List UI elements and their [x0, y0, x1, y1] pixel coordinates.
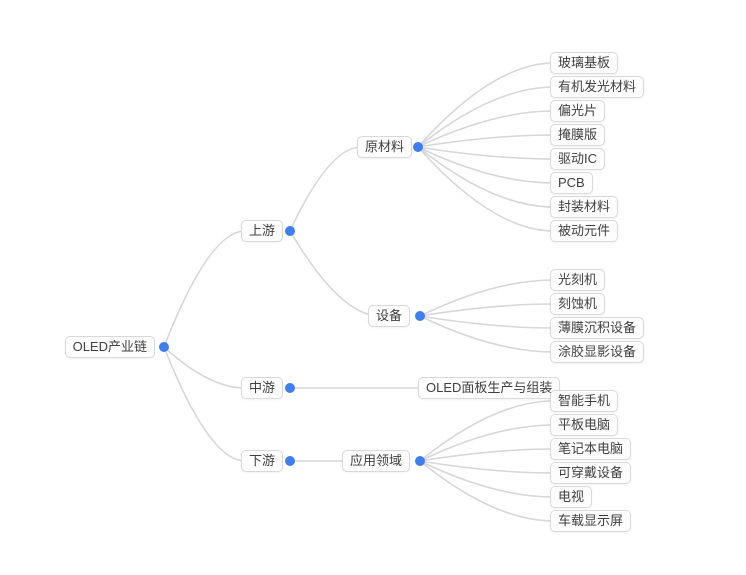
connector-root-upstream	[163, 230, 246, 348]
leaf-polarizer[interactable]: 偏光片	[550, 100, 606, 122]
node-root[interactable]: OLED产业链	[64, 336, 155, 358]
branch-upstream[interactable]: 上游	[240, 220, 283, 242]
connector-raw-materials-organic-emitting-material	[417, 86, 555, 148]
connector-application-laptop	[419, 448, 555, 462]
node-equipment[interactable]: 设备	[367, 305, 410, 327]
connector-root-midstream	[163, 346, 246, 389]
node-application-fields[interactable]: 应用领域	[341, 450, 410, 472]
leaf-tv[interactable]: 电视	[550, 486, 593, 508]
connector-application-smartphone	[419, 400, 555, 462]
leaf-passive-components[interactable]: 被动元件	[550, 220, 619, 242]
leaf-driver-ic[interactable]: 驱动IC	[550, 148, 606, 170]
connector-upstream-raw-materials	[289, 146, 362, 232]
connector-application-tablet	[419, 424, 555, 462]
leaf-mask[interactable]: 掩膜版	[550, 124, 606, 146]
connector-equipment-thin-film-deposition	[419, 315, 555, 329]
connector-raw-materials-mask	[417, 134, 555, 148]
leaf-car-display[interactable]: 车载显示屏	[550, 510, 632, 532]
branch-midstream[interactable]: 中游	[240, 377, 283, 399]
root-expander-dot[interactable]	[159, 342, 169, 352]
connector-application-tv	[419, 460, 555, 498]
leaf-pcb[interactable]: PCB	[550, 172, 593, 194]
leaf-glass-substrate[interactable]: 玻璃基板	[550, 52, 619, 74]
leaf-laptop[interactable]: 笔记本电脑	[550, 438, 632, 460]
connector-equipment-etching-machine	[419, 303, 555, 317]
upstream-expander-dot[interactable]	[285, 226, 295, 236]
connector-root-downstream	[163, 346, 246, 462]
leaf-lithography-machine[interactable]: 光刻机	[550, 269, 606, 291]
connector-application-car-display	[419, 460, 555, 522]
raw-materials-expander-dot[interactable]	[413, 142, 423, 152]
leaf-smartphone[interactable]: 智能手机	[550, 390, 619, 412]
connector-equipment-lithography-machine	[419, 279, 555, 317]
leaf-coating-developing-equipment[interactable]: 涂胶显影设备	[550, 341, 645, 363]
connector-raw-materials-encapsulation-material	[417, 146, 555, 208]
leaf-organic-emitting-material[interactable]: 有机发光材料	[550, 76, 645, 98]
connector-application-wearable	[419, 460, 555, 474]
connector-raw-materials-polarizer	[417, 110, 555, 148]
connector-raw-materials-driver-ic	[417, 146, 555, 160]
connector-upstream-equipment	[289, 230, 381, 317]
node-oled-panel-production[interactable]: OLED面板生产与组装	[418, 377, 561, 399]
leaf-etching-machine[interactable]: 刻蚀机	[550, 293, 606, 315]
midstream-expander-dot[interactable]	[285, 383, 295, 393]
leaf-thin-film-deposition-equipment[interactable]: 薄膜沉积设备	[550, 317, 645, 339]
connector-equipment-coating-developing	[419, 315, 555, 353]
downstream-expander-dot[interactable]	[285, 456, 295, 466]
connector-raw-materials-glass-substrate	[417, 62, 555, 148]
application-fields-expander-dot[interactable]	[415, 456, 425, 466]
branch-downstream[interactable]: 下游	[240, 450, 283, 472]
leaf-tablet[interactable]: 平板电脑	[550, 414, 619, 436]
connector-raw-materials-passive-components	[417, 146, 555, 232]
leaf-wearable-device[interactable]: 可穿戴设备	[550, 462, 632, 484]
equipment-expander-dot[interactable]	[415, 311, 425, 321]
connector-raw-materials-pcb	[417, 146, 555, 184]
node-raw-materials[interactable]: 原材料	[356, 136, 412, 158]
leaf-encapsulation-material[interactable]: 封装材料	[550, 196, 619, 218]
